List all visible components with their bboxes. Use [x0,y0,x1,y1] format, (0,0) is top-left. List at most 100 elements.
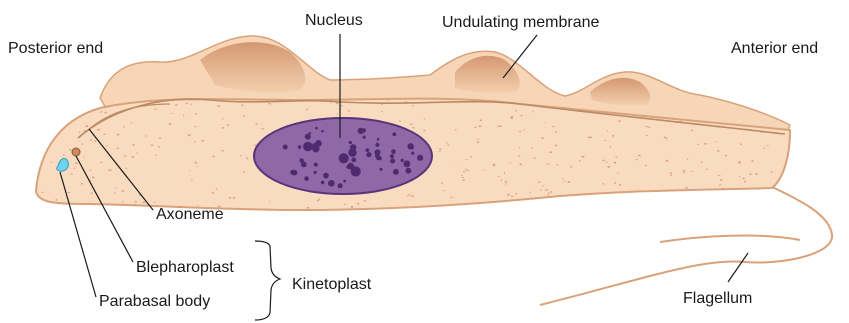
chromatin-granule [350,144,356,150]
speckle [133,204,136,205]
speckle [531,147,532,149]
speckle [511,116,513,117]
speckle [683,170,685,171]
speckle [169,123,172,125]
chromatin-granule [404,160,411,167]
speckle [100,112,101,113]
speckle [151,145,153,146]
speckle [518,155,520,156]
chromatin-granule [339,153,349,163]
speckle [465,169,466,170]
speckle [546,164,549,165]
speckle [645,165,647,166]
speckle [319,198,320,199]
speckle [424,118,426,119]
speckle [715,141,717,142]
speckle [520,164,523,166]
speckle [510,117,513,119]
speckle [551,191,553,193]
speckle [691,130,693,131]
speckle [638,155,641,157]
speckle [456,165,457,166]
speckle [544,122,545,123]
speckle [104,112,106,114]
speckle [412,105,414,106]
speckle [767,145,769,146]
speckle [635,159,637,160]
chromatin-granule [343,159,346,162]
speckle [81,143,82,145]
speckle [505,183,506,185]
speckle [194,126,196,127]
flagellum-end-loop [660,236,800,242]
speckle [95,141,97,142]
speckle [511,196,513,197]
speckle [524,129,525,130]
chromatin-granule [321,130,324,133]
speckle [441,183,443,184]
speckle [240,155,242,156]
speckle [90,139,92,140]
speckle [262,128,264,129]
speckle [521,115,523,116]
speckle [86,125,88,127]
chromatin-granule [312,145,319,152]
speckle [175,104,178,105]
chromatin-granule [406,168,412,174]
speckle [135,201,137,203]
speckle [519,147,520,148]
speckle [154,202,156,203]
speckle [555,131,557,132]
label-parabasal-body: Parabasal body [99,293,210,310]
speckle [212,192,214,194]
chromatin-granule [338,183,343,188]
speckle [115,188,117,189]
speckle [687,158,688,159]
chromatin-granule [304,176,309,181]
speckle [103,134,105,135]
speckle [123,126,125,127]
speckle [364,200,366,202]
speckle [516,193,517,195]
chromatin-granule [380,168,383,171]
chromatin-granule [343,180,346,183]
speckle [547,195,548,196]
chromatin-granule [365,148,369,152]
chromatin-granule [377,138,380,141]
speckle [556,164,558,165]
chromatin-granule [347,163,354,170]
speckle [493,165,495,166]
speckle [619,184,621,186]
speckle [466,170,467,171]
speckle [171,113,173,114]
speckle [117,148,119,149]
speckle [455,129,457,130]
speckle [381,111,382,112]
speckle [423,130,425,131]
chromatin-granule [362,128,366,132]
speckle [411,195,413,197]
speckle [197,166,198,167]
speckle [213,156,215,158]
speckle [117,134,119,136]
chromatin-granule [401,159,404,162]
label-nucleus: Nucleus [305,12,363,29]
speckle [188,134,191,136]
speckle [462,177,464,178]
chromatin-granule [351,157,356,162]
speckle [685,187,687,189]
speckle [243,171,245,172]
speckle [70,174,73,175]
speckle [755,173,757,175]
speckle [719,185,722,186]
speckle [683,172,686,173]
speckle [475,127,477,128]
speckle [154,109,157,110]
speckle [122,190,123,192]
speckle [570,166,572,167]
speckle [480,120,482,122]
speckle [612,135,614,137]
chromatin-granule [411,152,414,155]
chromatin-granule [390,154,394,158]
speckle [108,170,110,171]
